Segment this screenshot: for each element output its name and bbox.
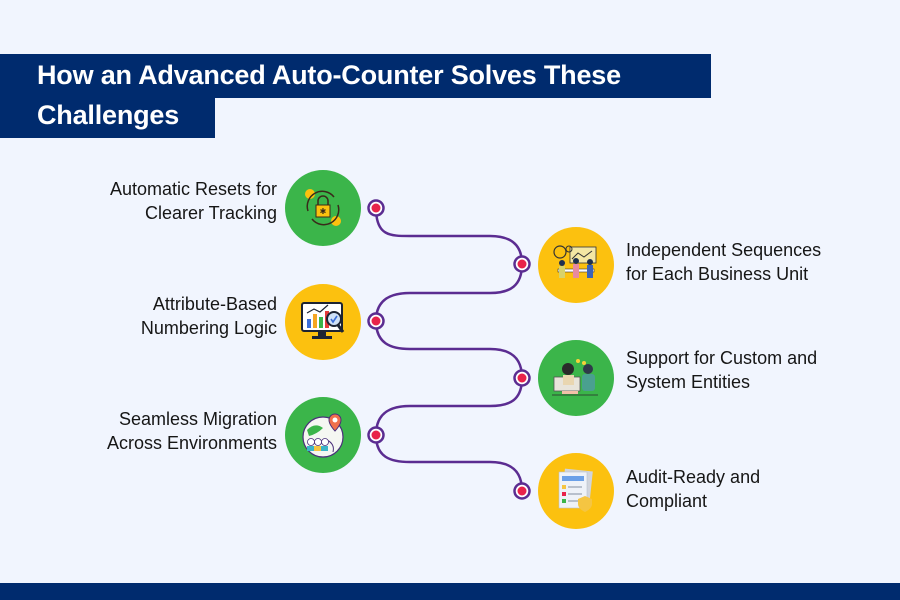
svg-text:✱: ✱ (320, 207, 327, 216)
step-6-label: Audit-Ready and Compliant (626, 465, 760, 513)
page-title-line-1: How an Advanced Auto-Counter Solves Thes… (0, 54, 711, 98)
checklist-shield-icon (558, 468, 593, 512)
step-6-line-2: Compliant (626, 491, 708, 511)
step-3-node-dot (371, 316, 381, 326)
step-5-line-1: Seamless Migration (118, 409, 277, 429)
step-2-circle (538, 227, 614, 303)
step-6-node-dot (517, 486, 527, 496)
connector-line (374, 207, 524, 492)
step-4-circle (538, 340, 614, 416)
step-1-line-2: Clearer Tracking (144, 203, 277, 223)
step-2-line-2: for Each Business Unit (626, 264, 809, 284)
title-text-1: How an Advanced Auto-Counter Solves Thes… (37, 60, 621, 90)
step-2-label: Independent Sequences for Each Business … (626, 238, 821, 286)
step-1-label: Automatic Resets for Clearer Tracking (110, 177, 277, 225)
step-4-label: Support for Custom and System Entities (626, 346, 817, 394)
step-3-line-1: Attribute-Based (152, 294, 277, 314)
step-6-line-1: Audit-Ready and (626, 467, 761, 487)
analytics-monitor-icon (301, 302, 345, 339)
globe-location-icon (302, 413, 344, 458)
step-5-label: Seamless Migration Across Environments (107, 407, 277, 455)
step-1-node-dot (371, 203, 381, 213)
step-4-line-2: System Entities (626, 372, 751, 392)
team-meeting-icon (553, 245, 597, 278)
step-5-node-dot (371, 430, 381, 440)
step-5-circle (285, 397, 361, 473)
footer-bar (0, 583, 900, 600)
step-4-node-dot (517, 373, 527, 383)
page-title-line-2: Challenges (0, 94, 215, 138)
step-2-line-1: Independent Sequences (626, 240, 822, 260)
step-3-line-2: Numbering Logic (140, 318, 277, 338)
robot-support-icon (552, 359, 598, 396)
step-4-line-1: Support for Custom and (626, 348, 818, 368)
step-6-circle (538, 453, 614, 529)
step-5-line-2: Across Environments (106, 433, 277, 453)
step-1-circle: ✱ (285, 170, 361, 246)
step-3-circle (285, 284, 361, 360)
step-1-line-1: Automatic Resets for (109, 179, 277, 199)
step-3-label: Attribute-Based Numbering Logic (141, 292, 277, 340)
title-text-2: Challenges (37, 100, 180, 130)
step-2-node-dot (517, 259, 527, 269)
lock-reset-icon: ✱ (305, 189, 341, 226)
